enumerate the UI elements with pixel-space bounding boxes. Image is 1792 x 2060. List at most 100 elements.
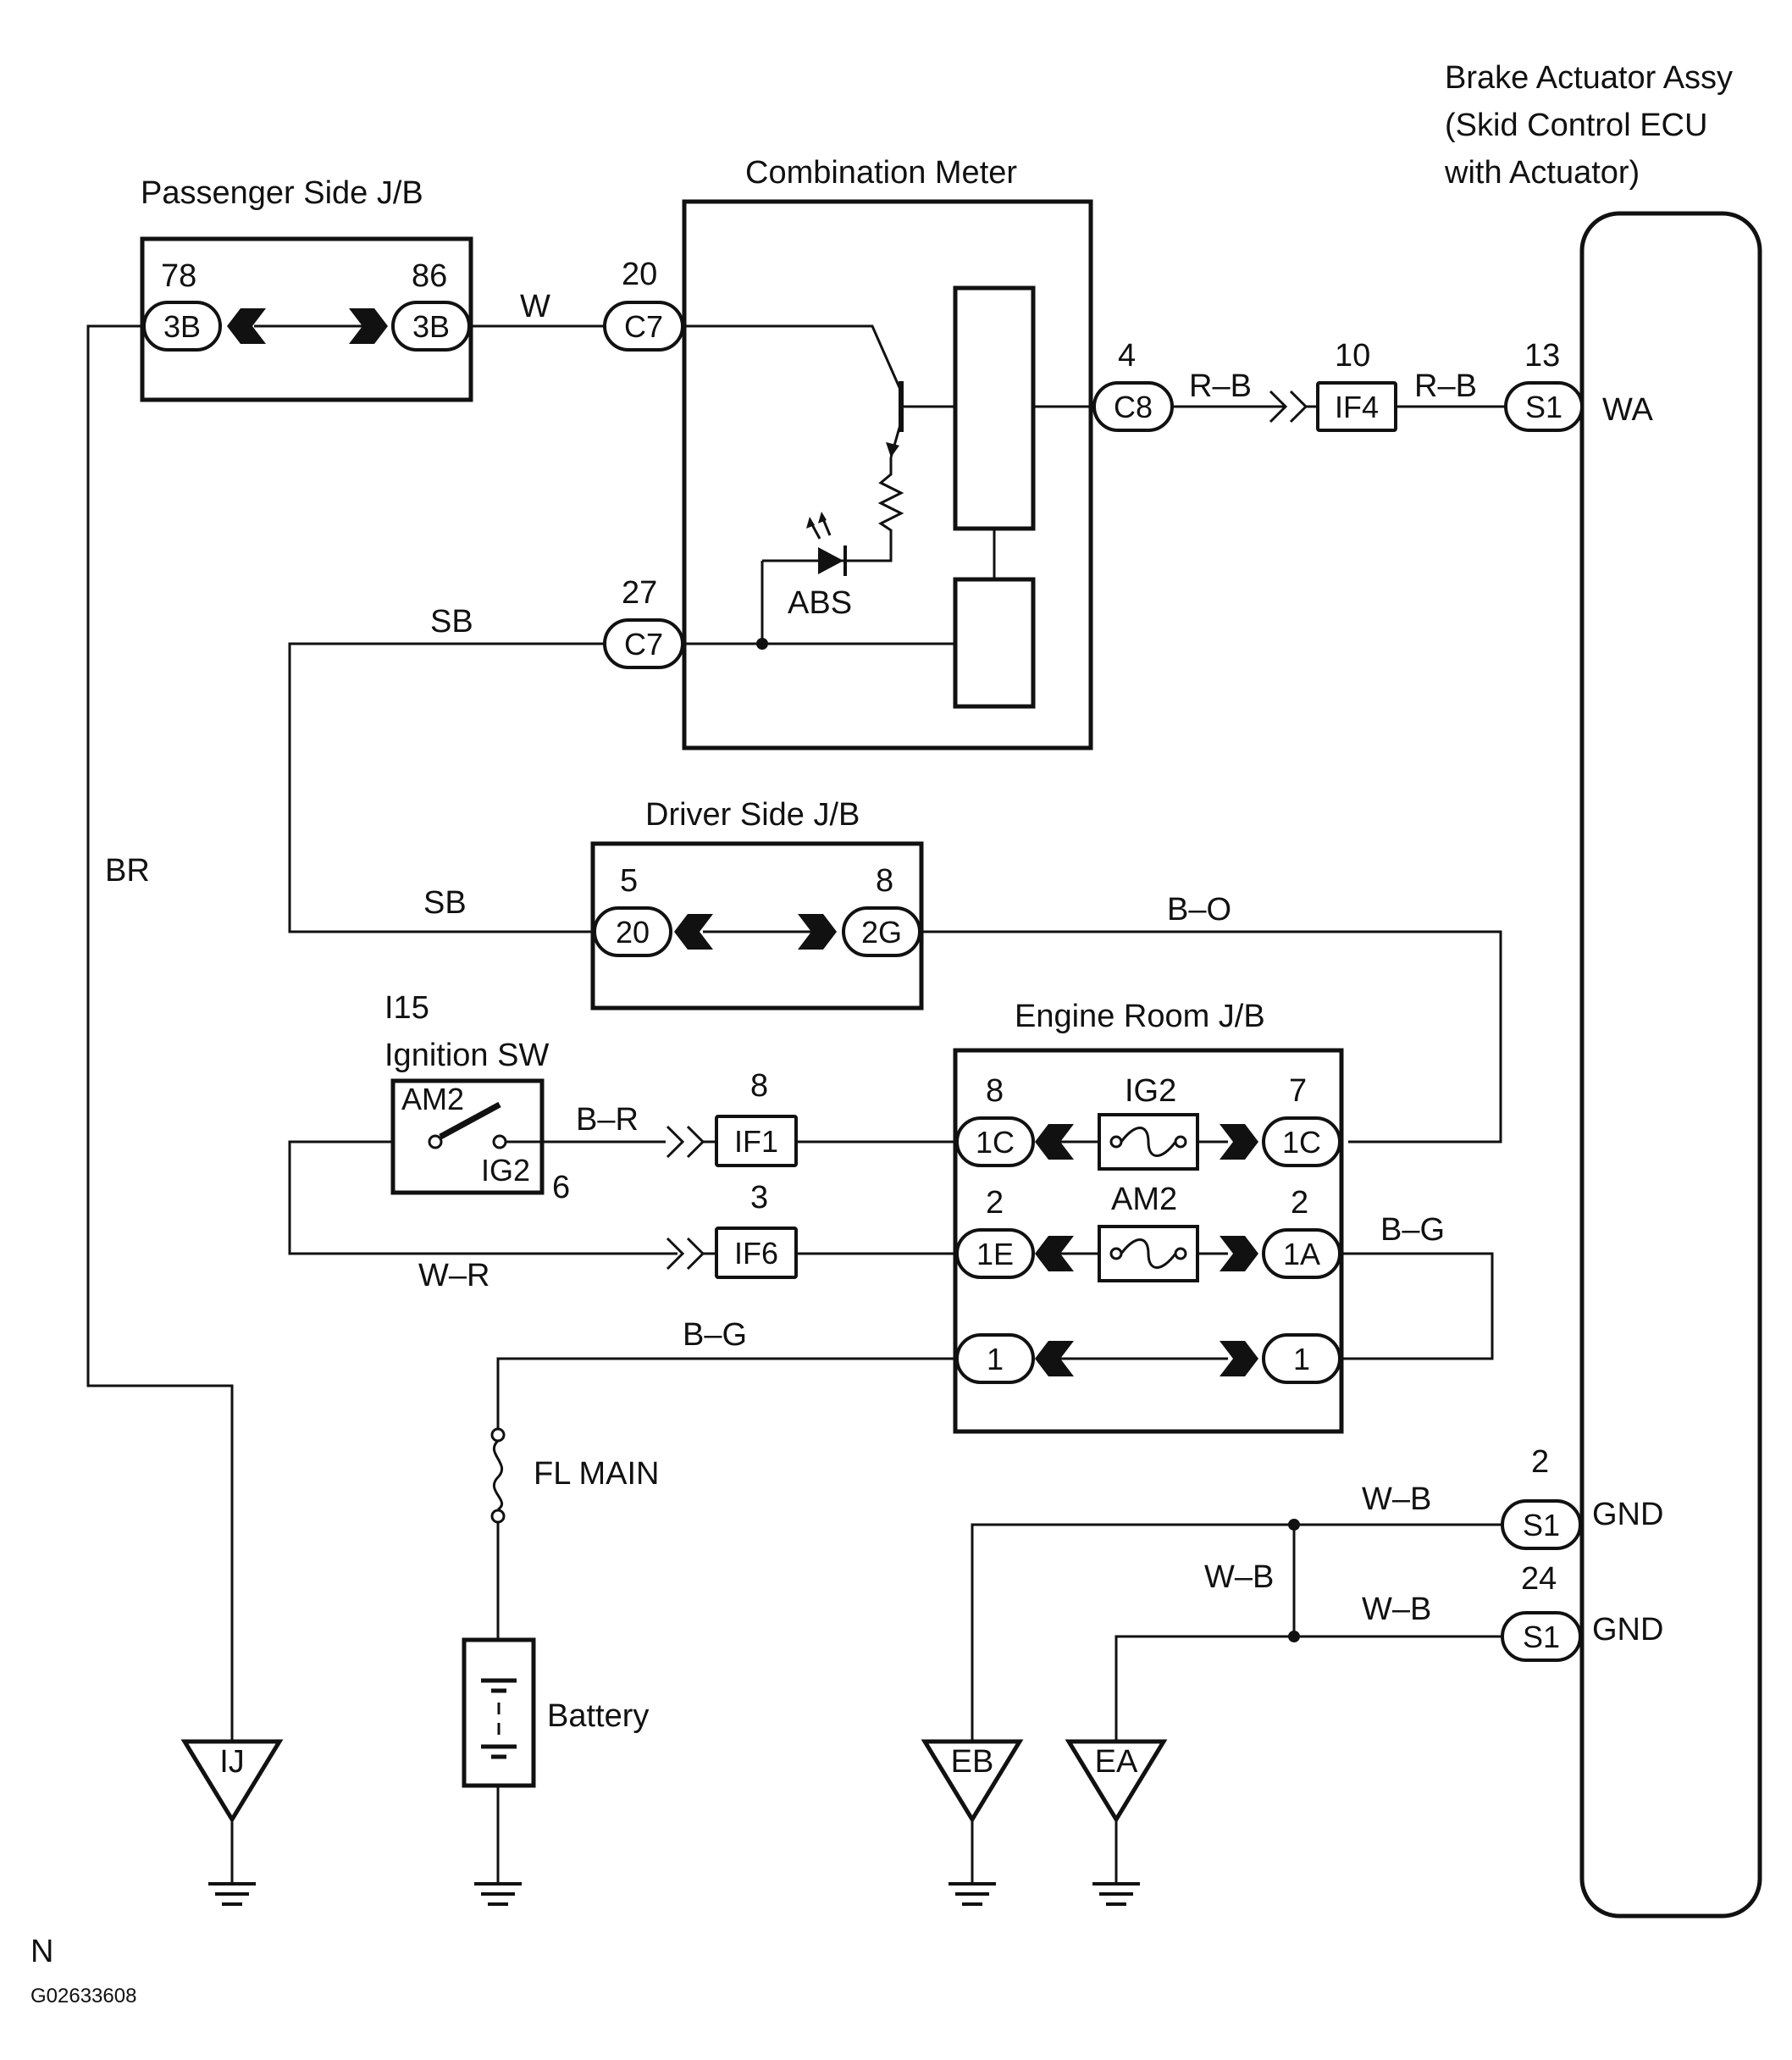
connector-1a-2-label: 1A: [1283, 1237, 1320, 1271]
pin-label-gnd-1: GND: [1592, 1497, 1663, 1532]
passenger-jb-title: Passenger Side J/B: [141, 175, 423, 211]
wire-label-wb-2: W–B: [1204, 1559, 1274, 1595]
brake-actuator-assy: Brake Actuator Assy (Skid Control ECU wi…: [1444, 60, 1762, 1919]
c7-20-label: C7: [624, 309, 663, 344]
fuse-ig2-label: IG2: [1125, 1073, 1176, 1109]
connector-1e-2: [955, 1228, 1035, 1279]
abs-label: ABS: [788, 585, 852, 621]
ground-label-ea: EA: [1095, 1744, 1138, 1780]
passenger-jb-chevron-left: [227, 308, 266, 344]
erjb-row2-pin-right: 2: [1291, 1185, 1308, 1221]
wire-label-bo: B–O: [1167, 892, 1231, 928]
ignition-sw-contact: [439, 1101, 501, 1140]
if4-label: IF4: [1335, 390, 1379, 424]
wire-wr: [288, 1140, 678, 1255]
earth-symbol-battery: [474, 1882, 522, 1906]
connector-if6: 3 IF6: [715, 1180, 798, 1279]
s1-24-pin: 24: [1521, 1561, 1557, 1597]
plug-mark-if4: [1269, 390, 1288, 424]
connector-2g-label: 2G: [861, 915, 902, 950]
wire-wb-ea: [1114, 1635, 1502, 1742]
c8-4-label: C8: [1114, 390, 1153, 424]
driver-jb-chevron-left: [674, 914, 713, 950]
connector-c7-27: 27 C7: [603, 575, 684, 669]
s1-13-label: S1: [1525, 390, 1562, 424]
combination-meter-title: Combination Meter: [745, 155, 1017, 191]
connector-s1-13: 13 S1: [1504, 338, 1584, 432]
connector-c7-20: 20 C7: [603, 257, 684, 352]
connector-1-left-label: 1: [987, 1342, 1004, 1376]
pin-label-gnd-2: GND: [1592, 1612, 1663, 1647]
meter-ic-block-lower: [953, 577, 1036, 709]
resistor-symbol: [877, 457, 904, 562]
wire-label-bg-1: B–G: [1380, 1212, 1445, 1248]
ignition-switch: I15 Ignition SW AM2 IG2 6: [384, 990, 570, 1205]
connector-1c-8: [955, 1116, 1035, 1167]
connector-if4: 10 IF4: [1316, 338, 1397, 432]
connector-s1-24: 24 S1: [1501, 1561, 1582, 1662]
fl-main-fusible-link: [490, 1427, 506, 1640]
wire-bo: [920, 930, 1502, 1144]
if1-label: IF1: [734, 1124, 778, 1159]
plug-mark-if6: [666, 1237, 685, 1271]
connector-3b-78-label: 3B: [163, 309, 201, 344]
c8-4-pin: 4: [1118, 338, 1136, 374]
wire-label-rb-2: R–B: [1414, 368, 1477, 404]
wire-sb: [288, 642, 605, 933]
junction-dot: [756, 638, 768, 650]
plug-mark-if1: [666, 1125, 685, 1159]
wire-label-rb-1: R–B: [1189, 368, 1252, 404]
brake-actuator-body: [1579, 211, 1762, 1919]
wire-label-wr: W–R: [418, 1258, 489, 1293]
brake-actuator-title-line3: with Actuator): [1444, 155, 1640, 191]
connector-1c-8-label: 1C: [976, 1125, 1015, 1160]
passenger-side-jb: Passenger Side J/B 78 86 3B 3B: [140, 175, 473, 402]
c7-27-pin: 27: [622, 575, 657, 611]
figure-code: G02633608: [30, 1985, 136, 2007]
connector-20-label: 20: [616, 915, 650, 950]
wire-bg-loop: [1340, 1252, 1494, 1360]
ignition-sw-code: I15: [384, 990, 429, 1026]
footer-mark: N: [30, 1934, 53, 1969]
if4-pin: 10: [1335, 338, 1370, 374]
erjb-row2-pin-left: 2: [986, 1185, 1004, 1221]
connector-1c-7-label: 1C: [1282, 1125, 1321, 1160]
pin-label-wa: WA: [1602, 392, 1653, 428]
connector-1c-7: [1262, 1116, 1341, 1167]
fuse-am2-label: AM2: [1111, 1182, 1177, 1217]
connector-20: [593, 906, 672, 957]
driver-jb-chevron-right: [798, 914, 837, 950]
if6-label: IF6: [734, 1236, 778, 1271]
c7-27-label: C7: [624, 627, 663, 662]
passenger-jb-pin-86: 86: [412, 258, 447, 294]
erjb-row1-pin-right: 7: [1289, 1073, 1307, 1109]
driver-jb-pin-8: 8: [876, 863, 893, 899]
transistor-symbol: [684, 324, 955, 458]
s1-13-pin: 13: [1524, 338, 1560, 374]
battery-label: Battery: [547, 1698, 649, 1734]
connector-s1-2: 2 S1: [1501, 1444, 1582, 1550]
if1-pin: 8: [750, 1068, 768, 1104]
fl-main-label: FL MAIN: [534, 1456, 660, 1492]
wire-bg-main: [496, 1357, 957, 1428]
ground-label-eb: EB: [951, 1744, 994, 1780]
wire-label-sb-1: SB: [430, 604, 473, 640]
s1-2-pin: 2: [1531, 1444, 1549, 1480]
driver-side-jb: Driver Side J/B 5 8 20 2G: [590, 797, 924, 1011]
ignition-sw-pin-6: 6: [552, 1170, 570, 1205]
passenger-jb-chevron-right: [349, 308, 388, 344]
if6-pin: 3: [750, 1180, 768, 1216]
brake-actuator-title-line1: Brake Actuator Assy: [1445, 60, 1733, 96]
wire-label-br: BR: [105, 853, 150, 889]
abs-indicator-led: [760, 512, 882, 644]
ignition-sw-ig2: IG2: [481, 1153, 530, 1188]
wire-wb-eb: [971, 1523, 1502, 1742]
s1-2-label: S1: [1523, 1508, 1560, 1542]
wire-label-bg-2: B–G: [683, 1317, 747, 1353]
engine-room-jb: Engine Room J/B 8 7 IG2 1C 1C 2 2 AM2 1E…: [953, 999, 1344, 1434]
connector-c8-4: 4 C8: [1092, 338, 1174, 432]
driver-jb-title: Driver Side J/B: [645, 797, 860, 833]
combination-meter: Combination Meter ABS: [682, 155, 1096, 750]
passenger-jb-pin-78: 78: [161, 258, 196, 294]
